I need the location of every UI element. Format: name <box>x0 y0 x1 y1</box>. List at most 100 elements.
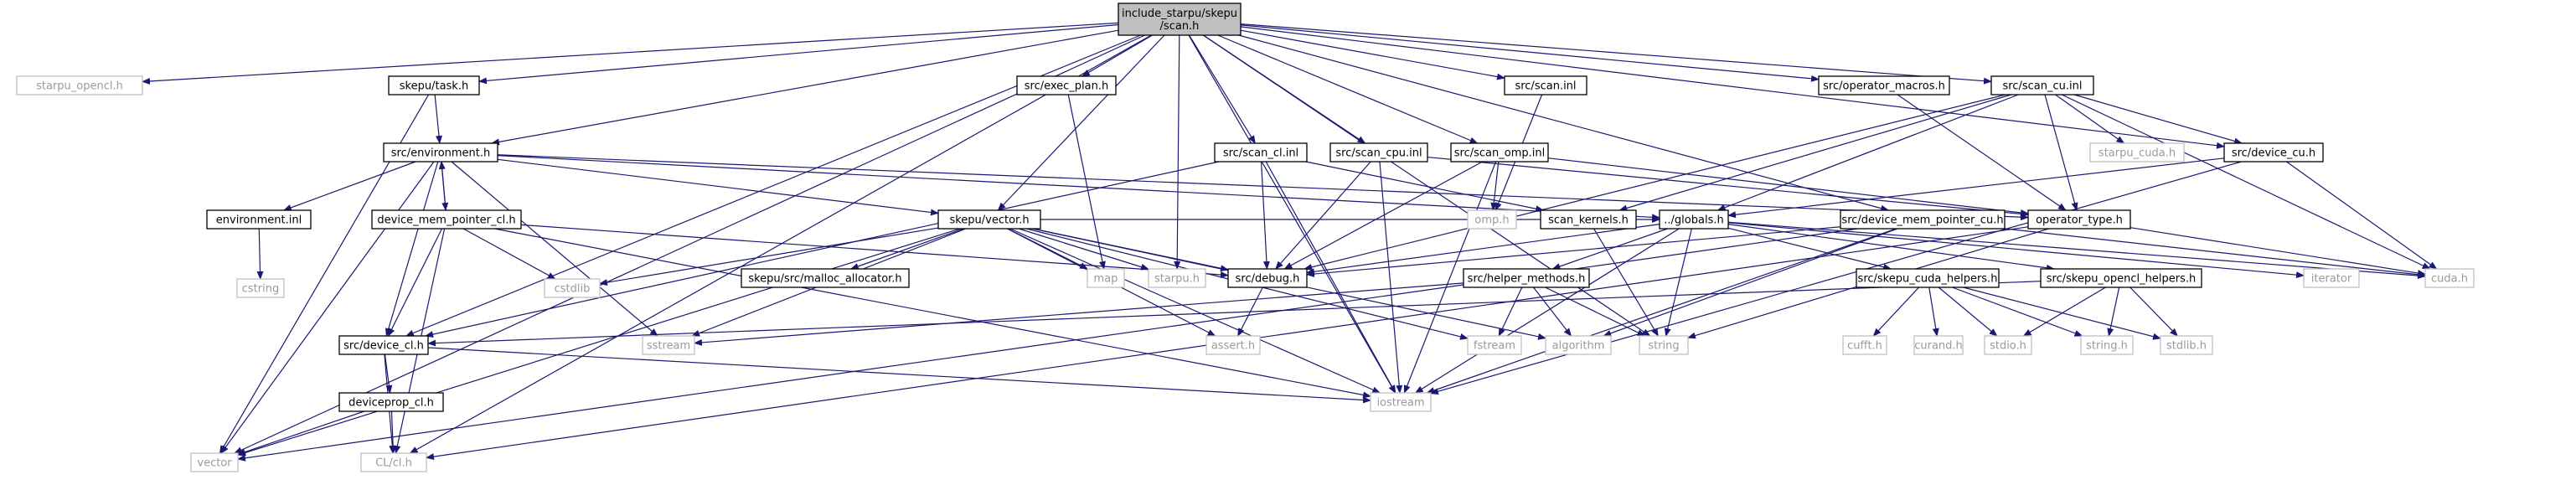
node-box <box>1467 209 1517 230</box>
node-label: deviceprop_cl.h <box>348 397 434 410</box>
node-label: include_starpu/skepu <box>1122 8 1237 20</box>
node-env-h[interactable]: src/environment.h <box>383 142 498 163</box>
node-box <box>1463 268 1590 288</box>
edge-opencl_helpers-to-stdio <box>2022 286 2106 337</box>
node-scan-kernels[interactable]: scan_kernels.h <box>1540 209 1637 230</box>
edge-root-to-vector_h <box>997 34 1165 211</box>
edge-scan_cl-to-device_cl <box>425 161 1220 338</box>
node-malloc-alloc[interactable]: skepu/src/malloc_allocator.h <box>741 268 910 288</box>
node-map: map <box>1087 268 1125 288</box>
edge-scan_omp-to-iostream <box>1403 161 1497 394</box>
edge-device_cl-to-iostream <box>427 347 1371 404</box>
node-scan-omp[interactable]: src/scan_omp.inl <box>1450 142 1549 163</box>
node-exec-plan[interactable]: src/exec_plan.h <box>1016 75 1117 95</box>
node-label: environment.inl <box>216 214 302 227</box>
edge-scan_cu-to-scan_kernels <box>1618 94 2011 212</box>
node-box <box>2040 268 2202 288</box>
edge-root-to-iostream <box>1188 34 1396 394</box>
edge-globals-to-iterator <box>1727 222 2305 279</box>
node-box <box>1214 142 1308 163</box>
node-starpu-opencl: starpu_opencl.h <box>16 75 143 95</box>
edge-env_h-to-env_inl <box>282 161 416 211</box>
edge-scan_omp-to-omp_h <box>1490 161 1500 211</box>
node-stdio: stdio.h <box>1984 335 2032 355</box>
node-box <box>388 75 480 95</box>
node-label: operator_type.h <box>2036 214 2123 227</box>
node-label: src/helper_methods.h <box>1468 273 1586 286</box>
node-label: string <box>1648 340 1679 353</box>
edge-vector_h-to-starpu_h <box>1019 228 1149 271</box>
node-label: map <box>1094 273 1118 286</box>
node-label: string.h <box>2086 340 2128 353</box>
node-helper-methods[interactable]: src/helper_methods.h <box>1463 268 1590 288</box>
node-box <box>1913 335 1964 355</box>
node-device-cl[interactable]: src/device_cl.h <box>338 335 429 355</box>
edge-device_cu-to-iostream <box>1430 161 2242 395</box>
node-box <box>16 75 143 95</box>
node-label: cuda.h <box>2431 273 2468 286</box>
node-label: src/scan.inl <box>1515 80 1576 93</box>
edge-root-to-exec_plan <box>1081 34 1153 77</box>
node-string: string <box>1639 335 1689 355</box>
node-task-h[interactable]: skepu/task.h <box>388 75 480 95</box>
edge-vector_h-to-vector <box>237 228 961 457</box>
node-box <box>1639 335 1689 355</box>
node-box <box>937 209 1041 230</box>
node-label: starpu_opencl.h <box>36 80 123 93</box>
node-box <box>1659 209 1729 230</box>
node-op-macros[interactable]: src/operator_macros.h <box>1818 75 1950 95</box>
node-box <box>1818 75 1950 95</box>
node-scan-cu[interactable]: src/scan_cu.inl <box>1990 75 2094 95</box>
node-op-type[interactable]: operator_type.h <box>2027 209 2131 230</box>
node-debug-h[interactable]: src/debug.h <box>1227 268 1308 288</box>
node-box <box>383 142 498 163</box>
node-env-inl[interactable]: environment.inl <box>206 209 312 230</box>
node-cuda-helpers[interactable]: src/skepu_cuda_helpers.h <box>1856 268 2000 288</box>
node-scan-cpu[interactable]: src/scan_cpu.inl <box>1329 142 1428 163</box>
edge-root-to-task_h <box>478 23 1119 85</box>
edge-scan_cu-to-debug_h <box>1303 94 2006 271</box>
edge-vector_h-to-cstdlib <box>599 227 939 286</box>
node-label: skepu/vector.h <box>949 214 1029 227</box>
edge-task_h-to-env_h <box>434 94 442 144</box>
node-vector-h[interactable]: skepu/vector.h <box>937 209 1041 230</box>
edge-vector_h-to-malloc_alloc <box>849 228 964 270</box>
node-algorithm: algorithm <box>1545 335 1612 355</box>
node-root[interactable]: include_starpu/skepu/scan.h <box>1118 3 1242 36</box>
node-box <box>1540 209 1637 230</box>
edge-cuda_helpers-to-curand <box>1928 286 1939 337</box>
edge-dmp_cl-to-device_cl <box>387 228 443 337</box>
edge-env_h-to-vector_h <box>497 158 939 216</box>
node-device-cu[interactable]: src/device_cu.h <box>2223 142 2324 163</box>
node-label: src/environment.h <box>391 147 491 160</box>
node-dmp-cu[interactable]: src/device_mem_pointer_cu.h <box>1840 209 2006 230</box>
node-curand: curand.h <box>1913 335 1964 355</box>
edge-dmp_cl-to-iostream <box>494 228 1371 399</box>
node-scan-cl[interactable]: src/scan_cl.inl <box>1214 142 1308 163</box>
node-box <box>544 278 601 298</box>
node-box <box>1842 335 1887 355</box>
edge-globals-to-iostream <box>1414 228 1680 394</box>
edge-dmp_cu-to-vector <box>237 228 1858 462</box>
node-label: CL/cl.h <box>375 457 412 470</box>
node-label: src/operator_macros.h <box>1823 80 1945 93</box>
node-dmp-cl[interactable]: device_mem_pointer_cl.h <box>371 209 522 230</box>
edge-env_h-to-sstream <box>451 161 658 337</box>
node-label: src/scan_cl.inl <box>1223 147 1298 160</box>
node-opencl-helpers[interactable]: src/skepu_opencl_helpers.h <box>2040 268 2202 288</box>
edge-root-to-env_h <box>491 29 1119 146</box>
node-cl-h: CL/cl.h <box>360 452 427 472</box>
edge-root-to-device_cu <box>1240 26 2225 149</box>
node-globals[interactable]: ../globals.h <box>1659 209 1729 230</box>
node-deviceprop-cl[interactable]: deviceprop_cl.h <box>338 392 444 412</box>
node-scan-inl[interactable]: src/scan.inl <box>1504 75 1587 95</box>
node-box <box>2223 142 2324 163</box>
node-label: assert.h <box>1211 340 1255 353</box>
node-box <box>236 278 285 298</box>
node-label: cstdlib <box>555 283 591 296</box>
edge-root-to-cl_h <box>409 34 1152 454</box>
edge-scan_cu-to-device_cu <box>2073 94 2243 145</box>
edge-scan_cu-to-op_type <box>2044 94 2078 211</box>
node-sstream: sstream <box>642 335 695 355</box>
